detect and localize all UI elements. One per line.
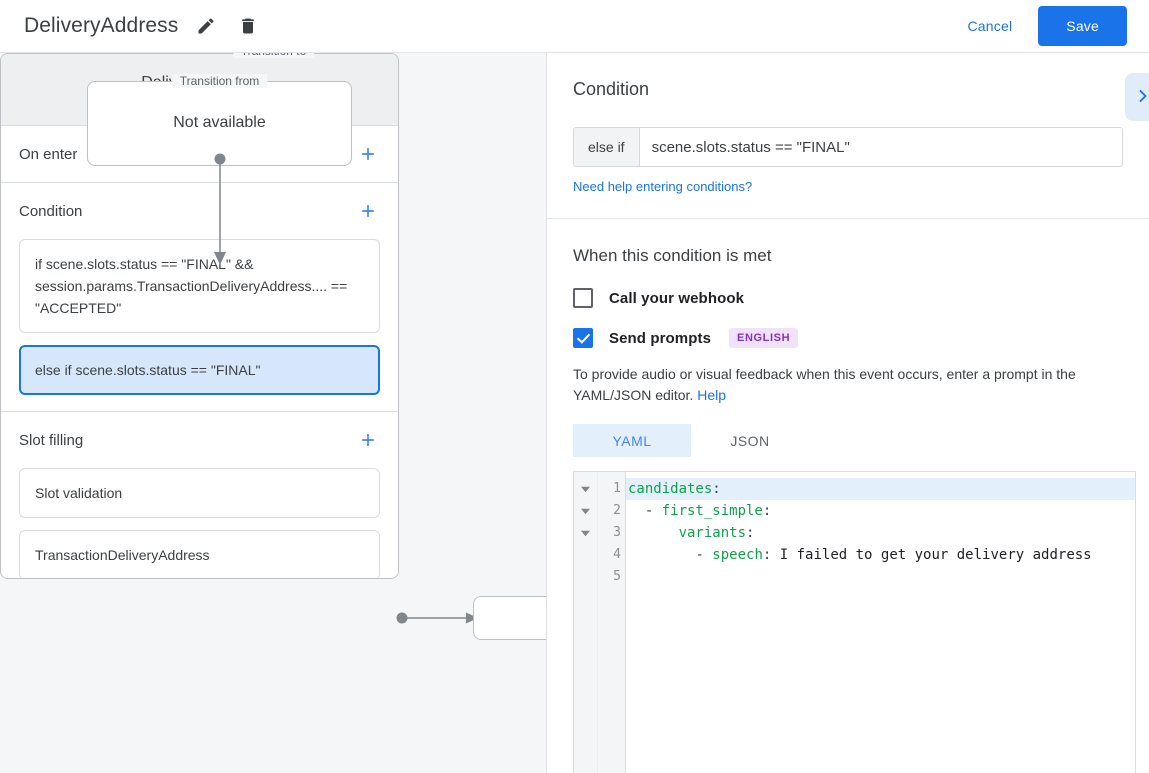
condition-section: Condition else if scene.slots.status == … xyxy=(547,53,1149,219)
panel-divider[interactable] xyxy=(546,53,547,773)
line-number: 5 xyxy=(613,569,621,584)
code-line[interactable]: - first_simple: xyxy=(626,500,1135,522)
code-line[interactable]: - speech: I failed to get your delivery … xyxy=(626,544,1135,566)
add-condition-button[interactable] xyxy=(356,199,380,223)
delete-button[interactable] xyxy=(234,12,262,40)
tab-yaml[interactable]: YAML xyxy=(573,424,691,457)
save-button[interactable]: Save xyxy=(1038,6,1127,46)
send-prompts-row[interactable]: Send prompts ENGLISH xyxy=(573,328,1123,348)
prompt-description-text: To provide audio or visual feedback when… xyxy=(573,366,1076,403)
code-fold-gutter xyxy=(574,472,598,773)
when-condition-met-section: When this condition is met Call your web… xyxy=(547,219,1149,457)
line-number: 2 xyxy=(613,503,621,518)
send-prompts-label: Send prompts xyxy=(609,329,712,347)
code-editor[interactable]: 1 2 3 4 5 candidates: - first_simple: va… xyxy=(573,471,1136,773)
yaml-indent xyxy=(628,547,695,563)
expand-panel-button[interactable] xyxy=(1125,73,1149,121)
yaml-punct: : xyxy=(746,525,755,541)
code-line-numbers: 1 2 3 4 5 xyxy=(598,472,626,773)
plus-icon xyxy=(358,201,378,221)
fold-toggle[interactable] xyxy=(574,522,597,544)
target-node-stub[interactable] xyxy=(473,596,547,640)
cancel-button[interactable]: Cancel xyxy=(956,9,1025,43)
condition-prefix-label: else if xyxy=(574,128,640,166)
section-condition: Condition if scene.slots.status == "FINA… xyxy=(1,183,398,412)
code-content[interactable]: candidates: - first_simple: variants: - … xyxy=(626,472,1135,773)
plus-icon xyxy=(358,430,378,450)
section-title-on-enter: On enter xyxy=(19,145,78,163)
yaml-punct: : xyxy=(712,481,721,497)
yaml-key: candidates xyxy=(628,481,713,497)
fold-toggle[interactable] xyxy=(574,500,597,522)
add-slot-filling-button[interactable] xyxy=(356,428,380,452)
slot-filling-item[interactable]: TransactionDeliveryAddress xyxy=(19,530,380,578)
tab-json[interactable]: JSON xyxy=(691,424,809,457)
code-line[interactable]: variants: xyxy=(626,522,1135,544)
yaml-indent xyxy=(628,525,679,541)
condition-item[interactable]: if scene.slots.status == "FINAL" && sess… xyxy=(19,239,380,333)
section-slot-filling: Slot filling Slot validation Transaction… xyxy=(1,412,398,578)
yaml-dash: - xyxy=(644,503,662,519)
code-line[interactable] xyxy=(626,566,1135,588)
add-on-enter-button[interactable] xyxy=(356,142,380,166)
transition-from-value: Not available xyxy=(173,114,266,131)
condition-expression-value[interactable]: scene.slots.status == "FINAL" xyxy=(639,128,1122,166)
slot-filling-list: Slot validation TransactionDeliveryAddre… xyxy=(19,468,380,578)
yaml-key: first_simple xyxy=(661,503,763,519)
flow-graph-panel: Transition from Not available Transition… xyxy=(0,53,547,773)
call-webhook-checkbox[interactable] xyxy=(573,288,593,308)
condition-output-connector xyxy=(396,612,478,624)
page-title: DeliveryAddress xyxy=(24,14,179,37)
trash-icon xyxy=(238,16,258,36)
condition-list: if scene.slots.status == "FINAL" && sess… xyxy=(19,239,380,411)
code-line[interactable]: candidates: xyxy=(626,478,1135,500)
section-title-slot-filling: Slot filling xyxy=(19,431,84,449)
transition-from-node[interactable]: Transition from Not available xyxy=(87,74,352,166)
line-number: 3 xyxy=(613,525,621,540)
yaml-key: speech xyxy=(712,547,763,563)
line-number: 1 xyxy=(613,481,621,496)
condition-heading: Condition xyxy=(573,79,650,99)
transition-to-legend: Transition to xyxy=(232,53,315,58)
details-panel: Condition else if scene.slots.status == … xyxy=(547,53,1149,773)
pencil-icon xyxy=(196,16,216,36)
condition-input[interactable]: else if scene.slots.status == "FINAL" xyxy=(573,127,1123,167)
yaml-value: I failed to get your delivery address xyxy=(771,547,1092,563)
app-header: DeliveryAddress Cancel Save xyxy=(0,0,1149,53)
yaml-punct: : xyxy=(762,503,772,519)
chevron-right-icon xyxy=(1133,86,1149,109)
fold-toggle[interactable] xyxy=(574,478,597,500)
call-webhook-row[interactable]: Call your webhook xyxy=(573,288,1123,308)
section-title-condition: Condition xyxy=(19,202,83,220)
transition-from-legend: Transition from xyxy=(171,74,268,88)
edit-title-button[interactable] xyxy=(192,12,220,40)
flow-connector-arrow xyxy=(214,153,226,265)
call-webhook-label: Call your webhook xyxy=(609,289,745,307)
line-number: 4 xyxy=(613,547,621,562)
prompt-help-link[interactable]: Help xyxy=(697,387,727,403)
condition-item-selected[interactable]: else if scene.slots.status == "FINAL" xyxy=(19,345,380,395)
when-condition-met-heading: When this condition is met xyxy=(573,246,772,265)
send-prompts-checkbox[interactable] xyxy=(573,328,593,348)
plus-icon xyxy=(358,144,378,164)
yaml-key: variants xyxy=(678,525,747,541)
editor-format-tabs: YAML JSON xyxy=(573,424,1123,457)
prompt-description: To provide audio or visual feedback when… xyxy=(573,364,1123,406)
yaml-punct: : xyxy=(762,547,772,563)
language-badge: ENGLISH xyxy=(729,328,799,348)
yaml-dash: - xyxy=(695,547,713,563)
slot-filling-item[interactable]: Slot validation xyxy=(19,468,380,518)
yaml-indent xyxy=(628,503,645,519)
condition-help-link[interactable]: Need help entering conditions? xyxy=(573,179,753,194)
